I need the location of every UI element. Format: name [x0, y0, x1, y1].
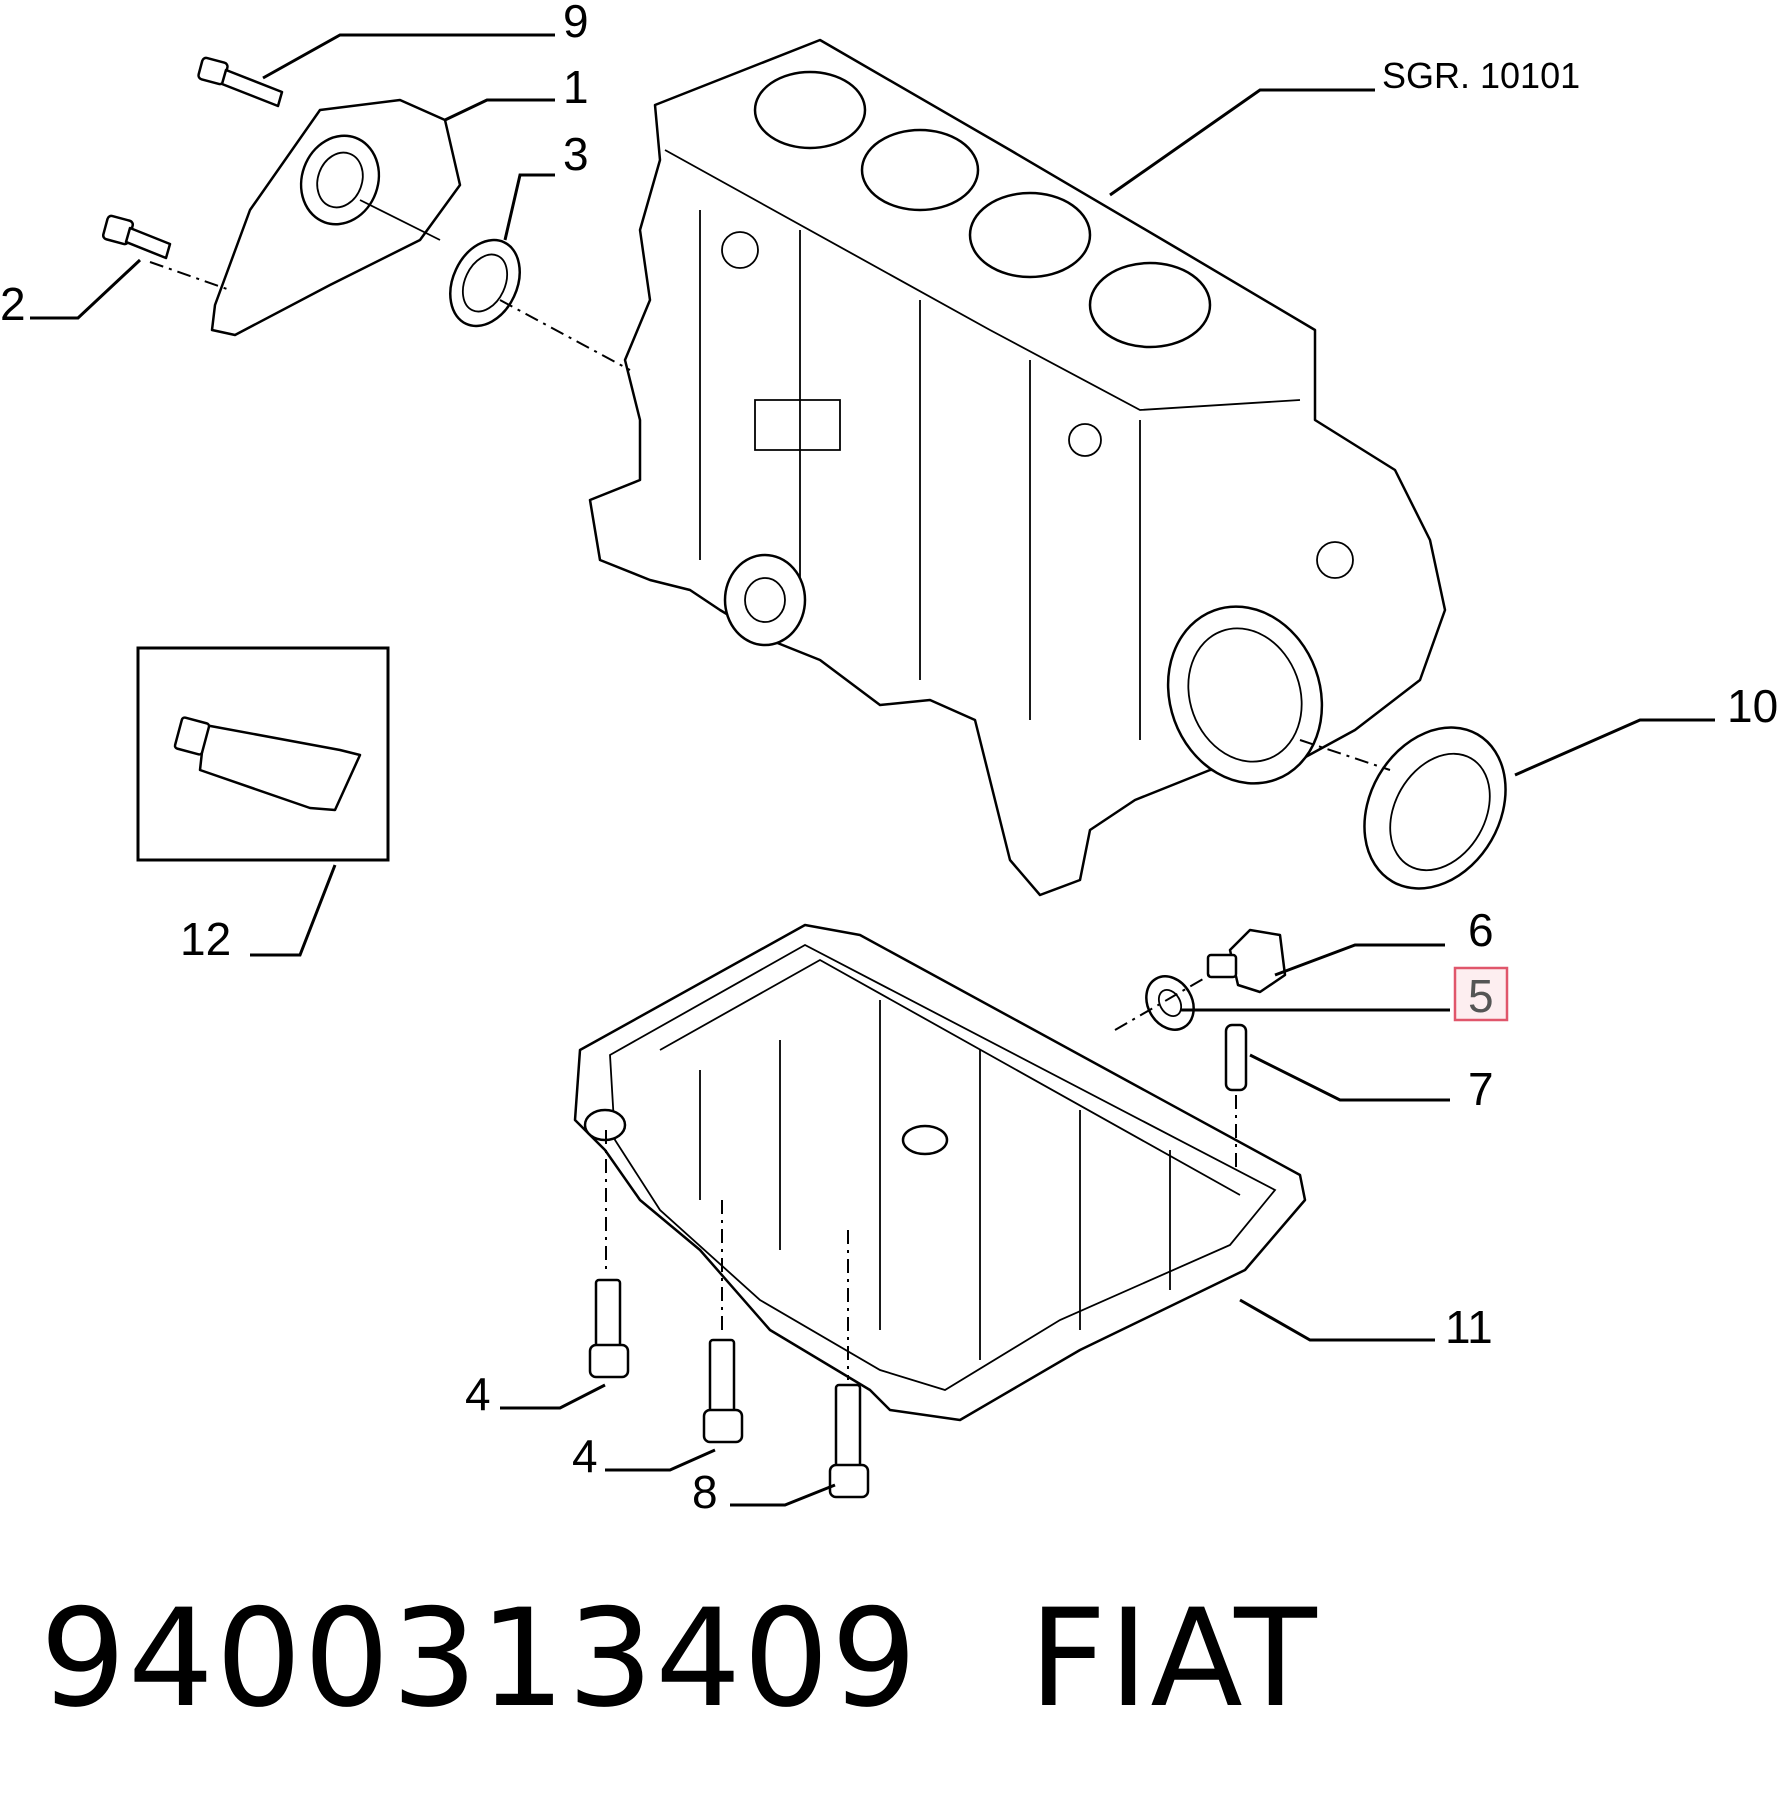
callout-2: 2: [0, 278, 26, 330]
seal-3: [449, 238, 521, 328]
oil-pan: [573, 923, 1307, 1422]
drain-plug-6: [1206, 928, 1287, 994]
callout-5-highlight: 5: [1453, 966, 1509, 1022]
callout-8: 8: [692, 1466, 718, 1518]
sealant-tube-box: [136, 646, 390, 862]
callout-6: 6: [1468, 904, 1494, 956]
part-number: 9400313409: [40, 1580, 919, 1737]
leader-lines: [30, 33, 1715, 1507]
callout-5: 5: [1468, 970, 1494, 1022]
reference-sgr: SGR. 10101: [1382, 55, 1580, 96]
callout-4-left: 4: [465, 1368, 491, 1420]
engine-block: [588, 38, 1447, 897]
dowel-7: [1224, 1023, 1248, 1092]
callout-4-mid: 4: [572, 1430, 598, 1482]
brand-name: FIAT: [1028, 1580, 1319, 1737]
bolt-2: [101, 214, 172, 260]
cylinder-bores: [753, 70, 1212, 349]
callout-11: 11: [1445, 1301, 1493, 1353]
rear-seal-housing: [210, 98, 462, 337]
bolt-9: [197, 56, 284, 108]
callout-1: 1: [563, 61, 589, 113]
washer-5: [1145, 975, 1195, 1031]
pan-bolt-4-mid: [702, 1338, 744, 1444]
callout-3: 3: [563, 128, 589, 180]
callout-12: 12: [180, 913, 231, 965]
callout-10: 10: [1727, 680, 1778, 732]
callout-9: 9: [563, 0, 589, 47]
pan-bolt-8: [828, 1383, 870, 1499]
seal-10: [1363, 726, 1507, 890]
footer: 9400313409 FIAT: [40, 1580, 1319, 1737]
callout-7: 7: [1468, 1063, 1494, 1115]
pan-bolt-4-left: [588, 1278, 630, 1379]
